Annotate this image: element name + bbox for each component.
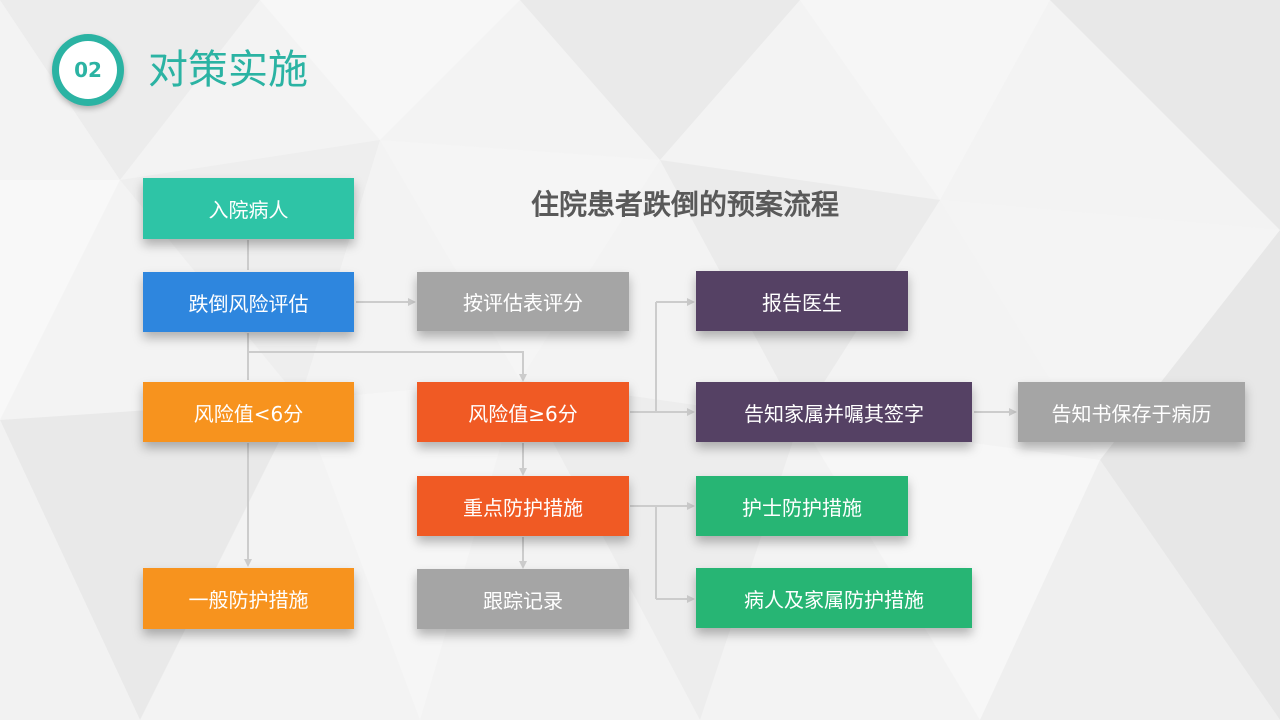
node-report-doctor: 报告医生 xyxy=(696,271,908,331)
node-family-protection: 病人及家属防护措施 xyxy=(696,568,972,628)
flowchart-title: 住院患者跌倒的预案流程 xyxy=(530,188,839,221)
node-general-protection: 一般防护措施 xyxy=(143,568,354,629)
connector-assess-high xyxy=(248,351,527,382)
node-key-protection: 重点防护措施 xyxy=(417,476,629,536)
section-title: 对策实施 xyxy=(148,47,308,93)
node-nurse-protection: 护士防护措施 xyxy=(696,476,908,536)
section-number: 02 xyxy=(59,41,117,99)
section-number-badge: 02 xyxy=(52,34,124,106)
node-score: 按评估表评分 xyxy=(417,272,629,331)
node-admit: 入院病人 xyxy=(143,178,354,239)
node-notify-family: 告知家属并嘱其签字 xyxy=(696,382,972,442)
node-high-risk: 风险值≥6分 xyxy=(417,382,629,442)
node-risk-assessment: 跌倒风险评估 xyxy=(143,272,354,332)
node-archive: 告知书保存于病历 xyxy=(1018,382,1245,442)
node-low-risk: 风险值<6分 xyxy=(143,382,354,442)
node-track-record: 跟踪记录 xyxy=(417,569,629,629)
